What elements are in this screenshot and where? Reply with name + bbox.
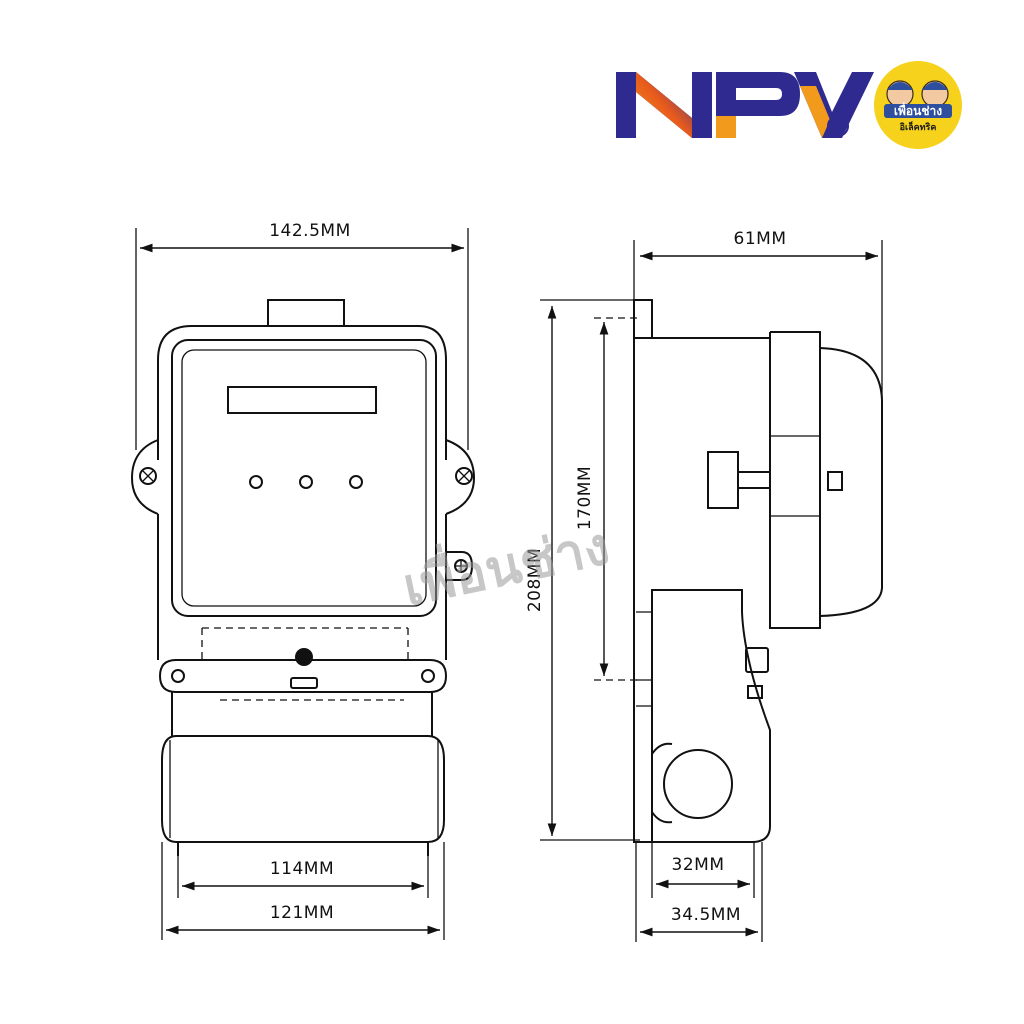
front-housing [157,325,447,460]
ear-screw-left-icon [139,467,157,485]
front-cover-inner [181,349,427,607]
front-cover-frame [171,339,437,617]
side-dimensions: 61MM 208MM 170MM 32MM 34.5MM [525,229,883,942]
terminal-screw [745,647,769,673]
dim-side-bottom-outer: 34.5MM [671,905,741,925]
front-ear-right [445,439,476,515]
front-top-tab [267,299,345,327]
badge-text: เพื่อนช่าง [894,102,942,118]
dim-side-depth: 61MM [734,229,787,249]
indicator-dot-1 [249,475,263,489]
dim-front-width: 142.5MM [269,221,351,241]
friend-mechanic-badge: เพื่อนช่าง อิเล็คทริค [874,61,962,149]
side-tab-small [827,471,843,491]
dim-side-height-total: 208MM [525,548,545,612]
indicator-dot-3 [349,475,363,489]
mounting-strip [158,659,448,693]
side-terminal-block [651,589,771,843]
side-connector-block [707,451,739,509]
cable-entry-hole-icon [663,749,733,819]
seal-slot [290,677,318,689]
front-dimensions: 142.5MM 114MM 121MM [135,221,469,940]
watermark-text: เพื่อนช่าง [397,509,615,618]
registered-mark: ® [832,120,845,135]
badge-subtext: อิเล็คทริค [899,120,936,133]
dim-side-height-inner: 170MM [575,466,595,530]
front-view [130,299,476,856]
dim-front-bottom-inner: 114MM [270,859,334,879]
npv-logo-p [716,72,800,138]
indicator-dot-2 [299,475,313,489]
terminal-cover [161,735,445,843]
counter-display-window [227,386,377,414]
front-ear-left [130,439,159,515]
ear-screw-right-icon [455,467,473,485]
side-view [594,299,883,843]
side-main-body [634,331,821,629]
side-back-plate [633,299,653,339]
seal-hole-icon [295,648,313,666]
dim-side-bottom-inner: 32MM [672,855,725,875]
npv-logo: ® [616,72,874,138]
dim-front-bottom-outer: 121MM [270,903,334,923]
